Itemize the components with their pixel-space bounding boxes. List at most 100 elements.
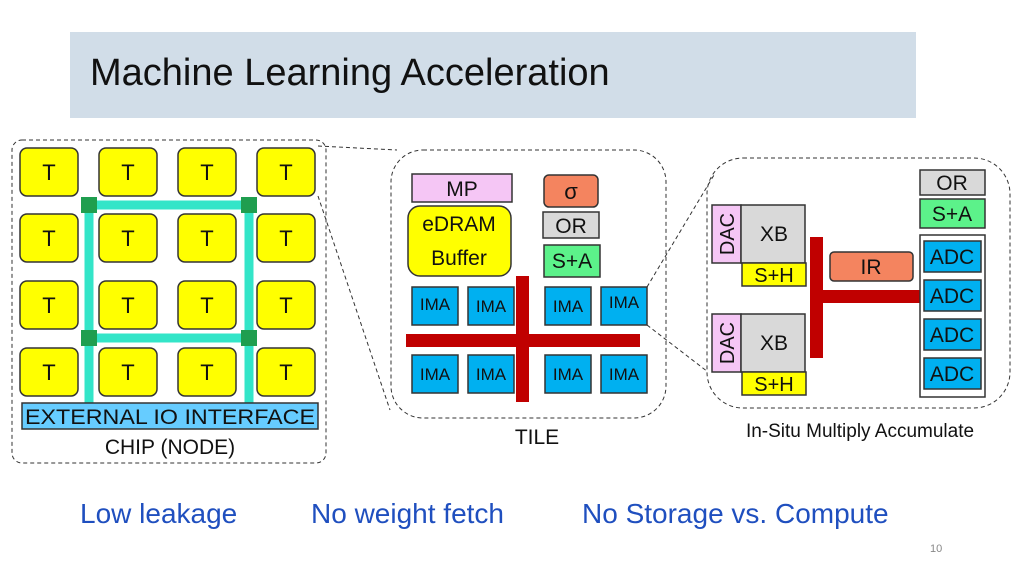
edram-buffer-box (407, 205, 512, 277)
chip-boundary (11, 139, 327, 464)
adc-box (923, 240, 982, 273)
zoom-line (646, 174, 715, 288)
title-bar: Machine Learning Acceleration (70, 32, 916, 118)
chip-tile (177, 347, 237, 397)
ima-box (544, 354, 592, 394)
ima-labels: IMA IMA IMA IMA IMA IMA IMA IMA (420, 293, 640, 384)
ima-label: IMA (476, 365, 507, 384)
sigma-box (543, 174, 599, 208)
ima-box (411, 354, 459, 394)
dac-label: DAC (717, 322, 739, 364)
chip-tile-label: T (121, 160, 134, 185)
ima-label: IMA (609, 293, 640, 312)
chip-tile (256, 347, 316, 397)
slide-title: Machine Learning Acceleration (90, 52, 610, 94)
ima-sa-label: S+A (932, 203, 972, 226)
dac-box (711, 204, 742, 264)
tile-or-box (542, 211, 600, 239)
ima-box (600, 286, 648, 326)
ima-detail-caption: In-Situ Multiply Accumulate (746, 421, 974, 442)
adc-box (923, 318, 982, 351)
adc-label: ADC (930, 246, 974, 269)
sh-box (741, 262, 807, 287)
ima-units (411, 286, 648, 394)
chip-tile (19, 213, 79, 263)
ima-label: IMA (553, 297, 584, 316)
router-node (241, 197, 257, 213)
noc-grid (84, 198, 254, 415)
ima-box (411, 286, 459, 326)
chip-tile-label: T (121, 226, 134, 251)
ima-label: IMA (420, 295, 451, 314)
router-nodes (81, 197, 257, 346)
chip-tile-label: T (200, 360, 213, 385)
chip-tile (256, 280, 316, 330)
chip-tile-label: T (200, 160, 213, 185)
chip-tile-label: T (279, 360, 292, 385)
ima-box (467, 354, 515, 394)
chip-tile-label: T (121, 360, 134, 385)
dac-label: DAC (717, 213, 739, 255)
chip-tile (256, 213, 316, 263)
chip-tile-label: T (279, 160, 292, 185)
tile-boundary (390, 149, 667, 419)
adc-label: ADC (930, 363, 974, 386)
adc-labels: ADC ADC ADC ADC (930, 246, 974, 386)
zoom-line (646, 324, 709, 373)
ima-box (467, 286, 515, 326)
xb-label: XB (760, 332, 788, 355)
sh-label: S+H (754, 265, 793, 287)
ima-or-box (919, 169, 986, 196)
chip-tile (98, 147, 158, 197)
chip-tile (177, 213, 237, 263)
chip-tile (98, 347, 158, 397)
chip-caption: CHIP (NODE) (105, 436, 235, 459)
mp-label: MP (446, 178, 478, 201)
buffer-label: Buffer (431, 247, 487, 270)
sh-box (741, 371, 807, 396)
chip-tile (177, 280, 237, 330)
mp-box (411, 173, 513, 203)
ima-sa-box (919, 198, 986, 229)
chip-tile (177, 147, 237, 197)
adc-container (919, 234, 986, 398)
io-interface-box (21, 402, 319, 430)
edram-label: eDRAM (422, 213, 496, 236)
tile-or-label: OR (555, 215, 587, 238)
ima-detail-boundary (706, 157, 1011, 409)
ima-box (544, 286, 592, 326)
chip-tile-label: T (42, 360, 55, 385)
slide-number: 10 (930, 543, 943, 555)
chip-tile (19, 280, 79, 330)
chip-tile-label: T (42, 226, 55, 251)
chip-tile (98, 213, 158, 263)
ima-box (600, 354, 648, 394)
tile-sa-label: S+A (552, 250, 592, 273)
adc-label: ADC (930, 324, 974, 347)
router-node (81, 330, 97, 346)
zoom-line (317, 145, 398, 151)
chip-tile (256, 147, 316, 197)
chip-tile (19, 347, 79, 397)
sigma-label: σ (564, 179, 578, 204)
adc-label: ADC (930, 285, 974, 308)
chip-tile-label: T (279, 293, 292, 318)
ima-or-label: OR (936, 172, 968, 195)
sh-label: S+H (754, 374, 793, 396)
ima-label: IMA (553, 365, 584, 384)
io-interface-label: EXTERNAL IO INTERFACE (25, 406, 315, 429)
chip-tile (19, 147, 79, 197)
chip-tile-label: T (200, 226, 213, 251)
adc-units (923, 240, 982, 390)
adc-box (923, 357, 982, 390)
tile-sa-box (543, 244, 601, 278)
chip-tile-labels: T T T T T T T T T T T T T T T T (42, 160, 292, 385)
xb-box (740, 313, 806, 373)
ir-box (829, 251, 914, 282)
xb-label: XB (760, 223, 788, 246)
router-node (241, 330, 257, 346)
ima-label: IMA (420, 365, 451, 384)
ima-label: IMA (476, 297, 507, 316)
bullet-no-weight-fetch: No weight fetch (311, 498, 504, 529)
